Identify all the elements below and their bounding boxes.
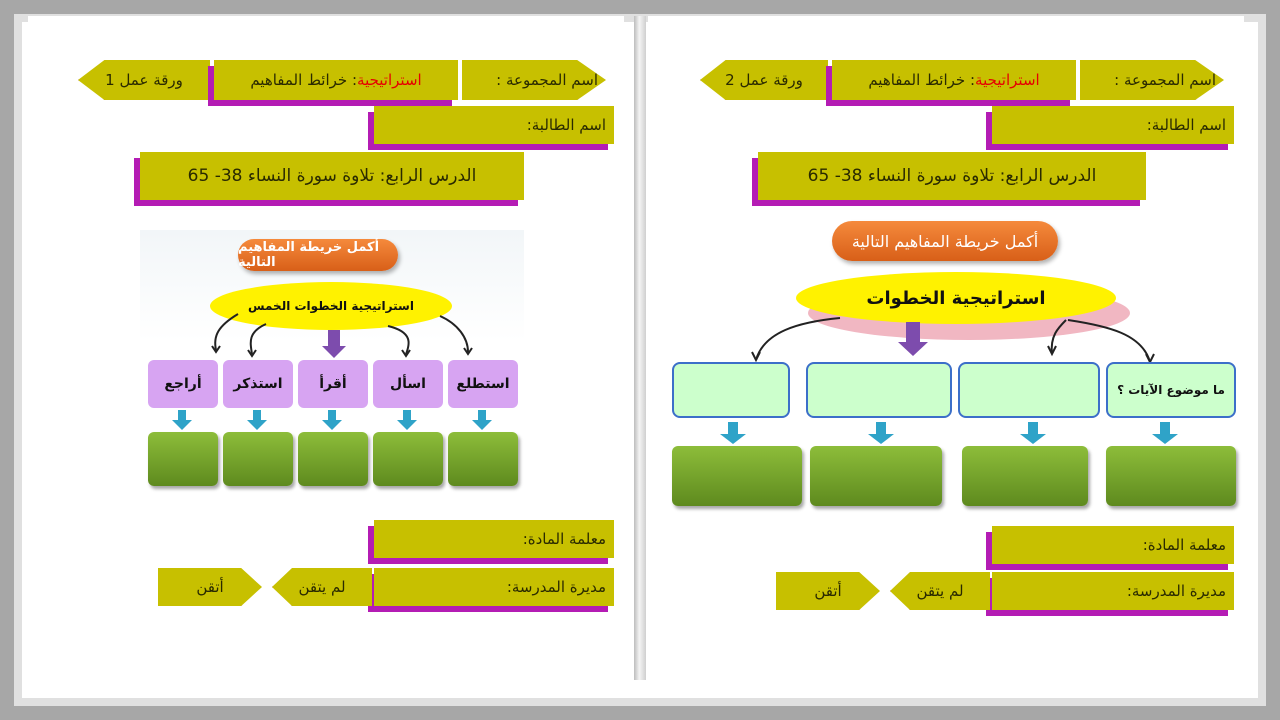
student-name-label: اسم الطالبة: — [1146, 116, 1226, 134]
strategy-suffix: : خرائط المفاهيم — [250, 71, 358, 89]
answer-box[interactable] — [810, 446, 942, 506]
step-box-recite: استذكر — [223, 360, 293, 408]
connector-lines-left — [211, 313, 473, 358]
strategy-suffix: : خرائط المفاهيم — [868, 71, 976, 89]
step-box-3[interactable] — [806, 362, 952, 418]
principal-label: مديرة المدرسة: — [1126, 582, 1226, 600]
lesson-title: الدرس الرابع: تلاوة سورة النساء 38- 65 — [807, 166, 1097, 186]
step-box-1[interactable]: ما موضوع الآيات ؟ — [1106, 362, 1236, 418]
principal-field[interactable]: مديرة المدرسة: — [374, 568, 614, 606]
student-name-field[interactable]: اسم الطالبة: — [374, 106, 614, 144]
strategy-prefix: استراتيجية — [975, 71, 1040, 89]
step-label: استذكر — [233, 376, 283, 392]
group-name-label: اسم المجموعة : — [496, 71, 598, 89]
group-name-label: اسم المجموعة : — [1114, 71, 1216, 89]
step-box-review: أراجع — [148, 360, 218, 408]
complete-map-instruction: أكمل خريطة المفاهيم التالية — [832, 221, 1058, 261]
principal-label: مديرة المدرسة: — [506, 578, 606, 596]
answer-box[interactable] — [962, 446, 1088, 506]
complete-map-instruction: أكمل خريطة المفاهيم التالية — [238, 239, 398, 271]
down-arrows-left — [172, 410, 492, 430]
answer-box[interactable] — [223, 432, 293, 486]
not-mastered-button[interactable]: لم يتقن — [272, 568, 372, 606]
lesson-title-box: الدرس الرابع: تلاوة سورة النساء 38- 65 — [140, 152, 524, 200]
answer-box[interactable] — [448, 432, 518, 486]
step-box-question: اسأل — [373, 360, 443, 408]
worksheet-number: ورقة عمل 1 — [105, 71, 183, 89]
step-label: أقرأ — [319, 376, 347, 392]
concept-center-text: استراتيجية الخطوات — [866, 287, 1046, 309]
connector-lines-right — [751, 317, 1155, 365]
step-label: أراجع — [164, 376, 202, 392]
worksheet-number-tag: ورقة عمل 2 — [700, 60, 828, 100]
not-mastered-button[interactable]: لم يتقن — [890, 572, 990, 610]
strategy-title: استراتيجية : خرائط المفاهيم — [832, 60, 1076, 100]
complete-map-text: أكمل خريطة المفاهيم التالية — [851, 231, 1039, 251]
strategy-prefix: استراتيجية — [357, 71, 422, 89]
teacher-label: معلمة المادة: — [522, 530, 606, 548]
not-mastered-label: لم يتقن — [916, 582, 964, 600]
down-arrows-right — [720, 422, 1178, 444]
student-name-field[interactable]: اسم الطالبة: — [992, 106, 1234, 144]
page-gutter — [634, 16, 646, 680]
student-name-label: اسم الطالبة: — [526, 116, 606, 134]
group-name-field[interactable]: اسم المجموعة : — [1080, 60, 1224, 100]
step-label: استطلع — [456, 376, 510, 392]
answer-box[interactable] — [373, 432, 443, 486]
step-label: اسأل — [390, 376, 426, 392]
not-mastered-label: لم يتقن — [298, 578, 346, 596]
worksheet-page-2: ورقة عمل 2 استراتيجية : خرائط المفاهيم ا… — [648, 16, 1244, 680]
strategy-title: استراتيجية : خرائط المفاهيم — [214, 60, 458, 100]
worksheet-page-1: ورقة عمل 1 استراتيجية : خرائط المفاهيم ا… — [28, 16, 624, 680]
lesson-title: الدرس الرابع: تلاوة سورة النساء 38- 65 — [187, 166, 477, 186]
complete-map-text: أكمل خريطة المفاهيم التالية — [238, 240, 380, 270]
step-label: ما موضوع الآيات ؟ — [1117, 383, 1225, 397]
step-box-survey: استطلع — [448, 360, 518, 408]
concept-map-center: استراتيجية الخطوات — [796, 272, 1116, 324]
step-box-read: أقرأ — [298, 360, 368, 408]
concept-map-center: استراتيجية الخطوات الخمس — [210, 282, 452, 330]
teacher-field[interactable]: معلمة المادة: — [992, 526, 1234, 564]
principal-field[interactable]: مديرة المدرسة: — [992, 572, 1234, 610]
step-box-2[interactable] — [958, 362, 1100, 418]
answer-box[interactable] — [298, 432, 368, 486]
mastered-label: أتقن — [814, 582, 842, 600]
answer-box[interactable] — [148, 432, 218, 486]
teacher-label: معلمة المادة: — [1142, 536, 1226, 554]
group-name-field[interactable]: اسم المجموعة : — [462, 60, 606, 100]
concept-center-text: استراتيجية الخطوات الخمس — [248, 299, 414, 313]
mastered-button[interactable]: أتقن — [776, 572, 880, 610]
worksheet-number: ورقة عمل 2 — [725, 71, 803, 89]
teacher-field[interactable]: معلمة المادة: — [374, 520, 614, 558]
step-box-4[interactable] — [672, 362, 790, 418]
mastered-button[interactable]: أتقن — [158, 568, 262, 606]
lesson-title-box: الدرس الرابع: تلاوة سورة النساء 38- 65 — [758, 152, 1146, 200]
mastered-label: أتقن — [196, 578, 224, 596]
answer-box[interactable] — [672, 446, 802, 506]
worksheet-number-tag: ورقة عمل 1 — [78, 60, 210, 100]
answer-box[interactable] — [1106, 446, 1236, 506]
